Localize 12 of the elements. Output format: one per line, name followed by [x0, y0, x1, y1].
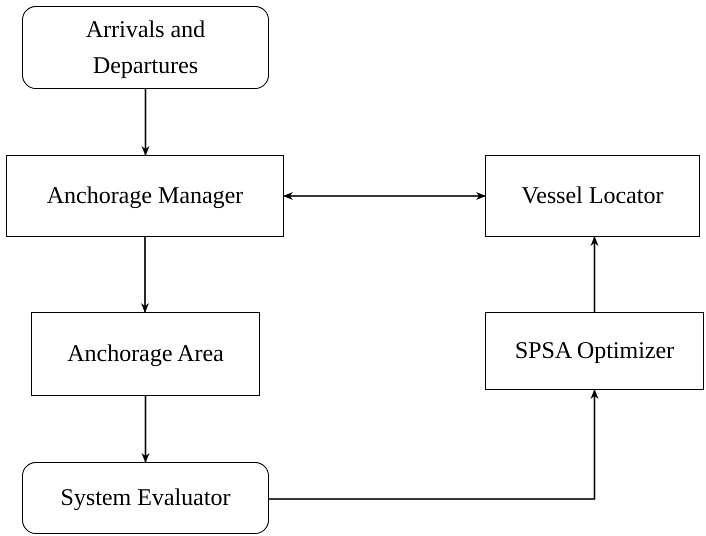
arrow: [590, 236, 598, 312]
arrow: [141, 237, 149, 313]
process-box: Anchorage Manager: [6, 155, 284, 237]
rounded-process-box: Arrivals and Departures: [22, 6, 269, 89]
arrow: [142, 396, 150, 463]
arrow: [269, 389, 598, 500]
process-box: Vessel Locator: [485, 155, 700, 237]
arrow: [142, 89, 150, 156]
process-box: Anchorage Area: [31, 312, 260, 396]
rounded-process-box: System Evaluator: [22, 462, 269, 534]
arrow: [283, 192, 486, 200]
process-box: SPSA Optimizer: [485, 312, 704, 390]
